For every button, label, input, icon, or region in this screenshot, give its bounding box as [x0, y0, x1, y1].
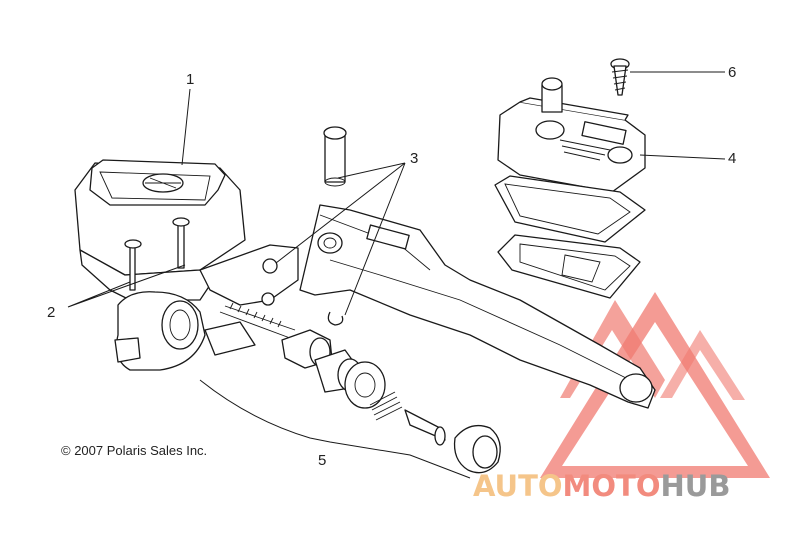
leader-lines: [67, 71, 726, 479]
callout-1: 1: [186, 71, 194, 88]
watermark-triangle-outer: [540, 292, 770, 478]
watermark-text: AUTOMOTOHUB: [473, 469, 730, 503]
pivot-pin: [323, 126, 347, 326]
callout-4: 4: [728, 150, 736, 167]
reservoir-cover-assembly: [494, 77, 646, 299]
piston-assembly: [219, 302, 501, 474]
watermark-text-hub: HUB: [661, 469, 731, 503]
callout-2: 2: [47, 304, 55, 321]
cover-screw: [610, 58, 630, 96]
watermark-text-moto: MOTO: [563, 469, 661, 503]
brake-lever: [299, 204, 656, 409]
callout-3: 3: [410, 150, 418, 167]
watermark-triangle-inner-right: [660, 330, 745, 400]
copyright-text: © 2007 Polaris Sales Inc.: [61, 443, 207, 458]
watermark-logo: [540, 292, 770, 478]
master-cylinder-body: [74, 159, 299, 371]
watermark-text-auto: AUTO: [473, 469, 563, 503]
callout-5: 5: [318, 452, 326, 469]
callout-6: 6: [728, 64, 736, 81]
